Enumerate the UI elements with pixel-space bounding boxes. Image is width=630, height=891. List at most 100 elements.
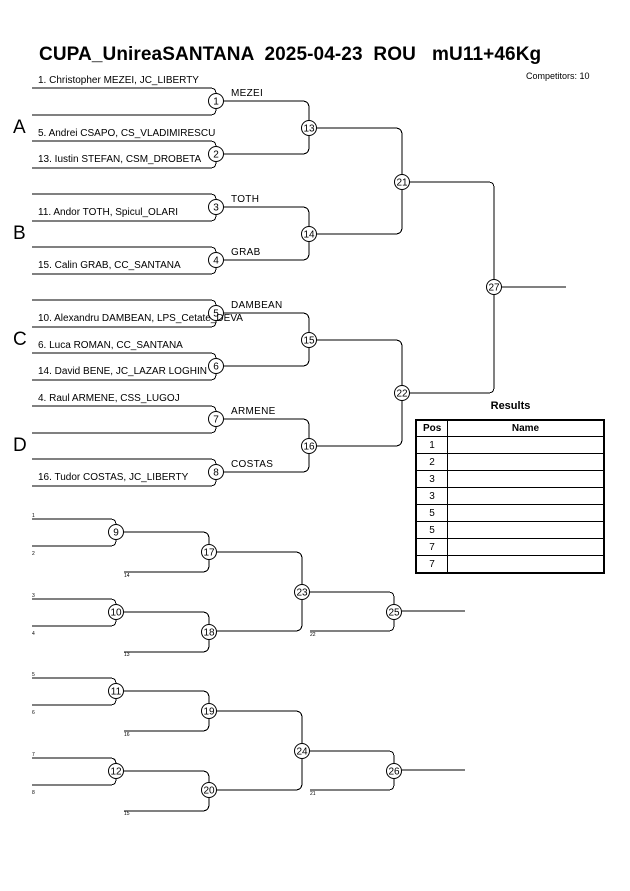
match-circle: 21 xyxy=(394,174,410,190)
match-circle-shape xyxy=(486,279,502,295)
match-number: 27 xyxy=(488,283,500,294)
match-number: 14 xyxy=(303,230,315,241)
match-circles: 1234567891011121314151617181920212223242… xyxy=(108,93,502,798)
match-circle: 5 xyxy=(208,305,224,321)
pool-label-b: B xyxy=(13,223,26,244)
match-circle-shape xyxy=(394,174,410,190)
results-name xyxy=(447,504,604,522)
repechage-slot-label: 8 xyxy=(32,790,35,796)
results-name xyxy=(447,453,604,471)
match-circle-shape xyxy=(208,411,224,427)
match-number: 7 xyxy=(213,415,219,426)
match-circle: 1 xyxy=(208,93,224,109)
match-circle-shape xyxy=(386,763,402,779)
match-circle-shape xyxy=(294,584,310,600)
match-circle-shape xyxy=(201,782,217,798)
match-number: 16 xyxy=(303,442,315,453)
winner-name: COSTAS xyxy=(231,459,274,470)
match-circle: 15 xyxy=(301,332,317,348)
match-number: 4 xyxy=(213,256,219,267)
repechage-slot-label: 6 xyxy=(32,710,35,716)
match-number: 2 xyxy=(213,150,219,161)
match-number: 1 xyxy=(213,97,219,108)
entry-name: 5. Andrei CSAPO, CS_VLADIMIRESCU xyxy=(38,128,216,139)
match-number: 21 xyxy=(396,178,408,189)
match-circle-shape xyxy=(208,358,224,374)
repechage-slot-label: 21 xyxy=(310,791,316,797)
results-col-pos: Pos xyxy=(416,420,448,437)
match-circle: 13 xyxy=(301,120,317,136)
match-number: 20 xyxy=(203,786,215,797)
winner-name: ARMENE xyxy=(231,406,276,417)
match-circle-shape xyxy=(386,604,402,620)
match-number: 12 xyxy=(110,767,122,778)
match-circle-shape xyxy=(294,743,310,759)
match-circle-shape xyxy=(208,93,224,109)
match-circle-shape xyxy=(208,199,224,215)
match-number: 9 xyxy=(113,528,119,539)
repechage-slot-label: 4 xyxy=(32,631,35,637)
match-circle: 23 xyxy=(294,584,310,600)
match-circle: 3 xyxy=(208,199,224,215)
match-number: 23 xyxy=(296,588,308,599)
repechage-slot-label: 15 xyxy=(124,811,130,817)
results-name xyxy=(447,436,604,454)
results-pos: 5 xyxy=(416,504,448,522)
match-number: 13 xyxy=(303,124,315,135)
repechage-slot-label: 14 xyxy=(124,573,130,579)
results-pos: 3 xyxy=(416,487,448,505)
results-pos: 7 xyxy=(416,555,448,573)
repechage-slot-label: 22 xyxy=(310,632,316,638)
match-number: 18 xyxy=(203,628,215,639)
repechage-slot-label: 7 xyxy=(32,752,35,758)
winner-name: MEZEI xyxy=(231,88,264,99)
results-col-name: Name xyxy=(447,420,604,437)
match-number: 15 xyxy=(303,336,315,347)
match-circle-shape xyxy=(108,763,124,779)
match-number: 10 xyxy=(110,608,122,619)
entry-name: 16. Tudor COSTAS, JC_LIBERTY xyxy=(38,472,189,483)
match-circle: 17 xyxy=(201,544,217,560)
match-circle: 9 xyxy=(108,524,124,540)
entry-name: 15. Calin GRAB, CC_SANTANA xyxy=(38,260,181,271)
match-circle: 20 xyxy=(201,782,217,798)
match-circle-shape xyxy=(301,438,317,454)
match-circle: 4 xyxy=(208,252,224,268)
winner-name: TOTH xyxy=(231,194,260,205)
results-row: 7 xyxy=(416,538,604,556)
match-circle: 12 xyxy=(108,763,124,779)
pool-label-d: D xyxy=(13,435,27,456)
match-number: 25 xyxy=(388,608,400,619)
results-row: 5 xyxy=(416,504,604,522)
match-number: 26 xyxy=(388,767,400,778)
results-pos: 5 xyxy=(416,521,448,539)
results-row: 5 xyxy=(416,521,604,539)
match-number: 17 xyxy=(203,548,215,559)
match-circle-shape xyxy=(108,524,124,540)
match-circle: 18 xyxy=(201,624,217,640)
results-row: 1 xyxy=(416,436,604,454)
match-circle: 25 xyxy=(386,604,402,620)
match-number: 22 xyxy=(396,389,408,400)
match-circle: 16 xyxy=(301,438,317,454)
pool-label-a: A xyxy=(13,117,26,138)
results-name xyxy=(447,521,604,539)
entry-name: 6. Luca ROMAN, CC_SANTANA xyxy=(38,340,183,351)
results-row: 2 xyxy=(416,453,604,471)
results-name xyxy=(447,470,604,488)
match-circle-shape xyxy=(301,226,317,242)
match-number: 3 xyxy=(213,203,219,214)
results-pos: 7 xyxy=(416,538,448,556)
results-table: Pos Name 1 2 3 3 5 5 7 7 xyxy=(415,419,605,574)
match-number: 5 xyxy=(213,309,219,320)
match-circle: 26 xyxy=(386,763,402,779)
match-circle-shape xyxy=(201,624,217,640)
match-circle: 14 xyxy=(301,226,317,242)
repechage-slot-label: 1 xyxy=(32,513,35,519)
results-name xyxy=(447,555,604,573)
match-circle: 7 xyxy=(208,411,224,427)
repechage-slot-label: 5 xyxy=(32,672,35,678)
match-circle-shape xyxy=(208,464,224,480)
match-circle: 8 xyxy=(208,464,224,480)
